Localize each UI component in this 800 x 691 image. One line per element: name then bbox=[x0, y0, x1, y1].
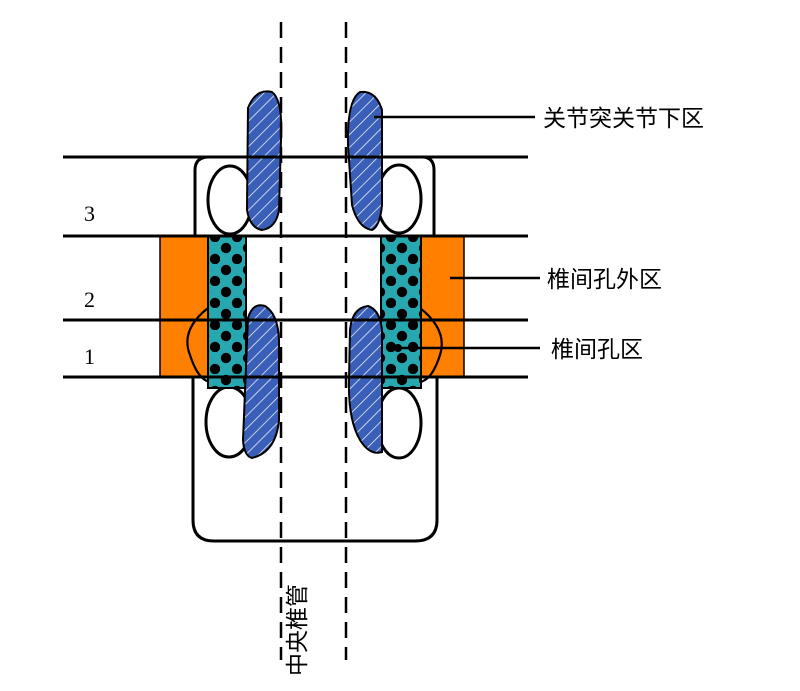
foraminal-zone-right bbox=[380, 235, 422, 389]
label-facet-subarticular-zone: 关节突关节下区 bbox=[543, 106, 704, 132]
level-number-2: 2 bbox=[84, 287, 95, 312]
label-foraminal-zone: 椎间孔区 bbox=[551, 337, 643, 363]
extraforaminal-zone-right bbox=[419, 235, 465, 378]
superior-facet-left bbox=[245, 90, 283, 232]
pedicle-upper-right bbox=[375, 163, 423, 235]
label-extraforaminal-zone: 椎间孔外区 bbox=[547, 267, 662, 293]
extraforaminal-zone-left bbox=[159, 235, 209, 378]
foraminal-zone-left bbox=[207, 235, 247, 389]
pedicle-upper-left bbox=[206, 164, 254, 236]
pedicle-lower-right bbox=[375, 386, 423, 460]
superior-facet-right bbox=[346, 90, 383, 232]
label-central-canal: 中央椎管 bbox=[285, 584, 311, 676]
lower-vertebra-outline bbox=[191, 377, 439, 543]
level-number-3: 3 bbox=[84, 201, 95, 226]
inferior-facet-left bbox=[241, 304, 280, 460]
level-number-1: 1 bbox=[84, 344, 95, 369]
inferior-facet-right bbox=[347, 304, 383, 454]
